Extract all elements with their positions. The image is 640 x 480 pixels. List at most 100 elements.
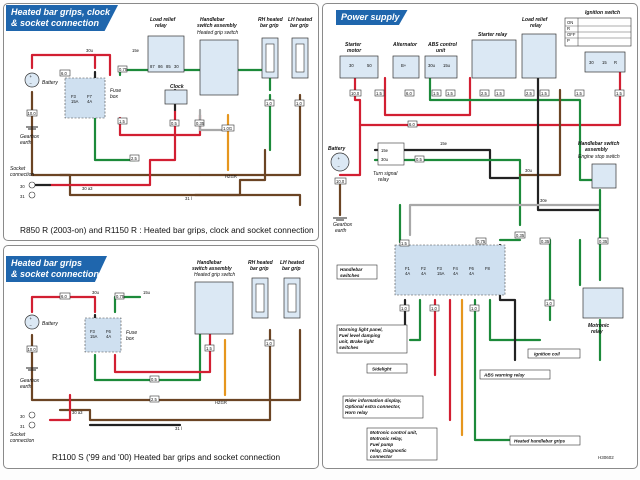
- svg-text:F1: F1: [405, 266, 411, 271]
- tl-load-relief-label: Load relief: [150, 17, 177, 23]
- tl-fuse-box-label: Fuse: [110, 88, 121, 94]
- svg-text:1.5: 1.5: [119, 119, 125, 124]
- svg-text:31: 31: [20, 424, 25, 429]
- svg-text:4A: 4A: [106, 334, 111, 339]
- r-callout-sidelight: Sidelight: [366, 363, 408, 374]
- svg-text:1.5: 1.5: [206, 346, 212, 351]
- bl-heated-grip-switch: [194, 281, 234, 335]
- svg-text:86: 86: [158, 64, 163, 69]
- svg-text:OFF: OFF: [567, 32, 576, 37]
- svg-text:Heated grip switch: Heated grip switch: [194, 272, 235, 278]
- svg-text:10.0: 10.0: [28, 111, 37, 116]
- svg-text:Heated handlebar grips: Heated handlebar grips: [514, 439, 565, 444]
- svg-text:Ignition coil: Ignition coil: [534, 352, 560, 357]
- section-title-heated-grips-socket: Heated bar grips & socket connection: [6, 256, 108, 282]
- tl-fuse-box: [64, 77, 106, 119]
- r-wire-30u: [536, 76, 602, 212]
- bl-wire-socket: [48, 393, 72, 422]
- bl-wire-green: [93, 328, 202, 382]
- svg-text:relay: relay: [155, 23, 167, 29]
- r-wire-brown-relay: [518, 88, 562, 177]
- tl-lh-grip-label: LH heated: [288, 17, 313, 23]
- r-motronic-relay: [582, 287, 624, 319]
- svg-text:30: 30: [349, 63, 354, 68]
- svg-text:box: box: [126, 336, 135, 342]
- svg-text:30u: 30u: [86, 48, 94, 53]
- svg-text:15A: 15A: [437, 271, 445, 276]
- svg-text:2.5: 2.5: [151, 397, 157, 402]
- svg-text:50: 50: [367, 63, 372, 68]
- svg-text:motor: motor: [347, 48, 362, 54]
- r-starter-motor-label: Starter: [345, 42, 362, 48]
- tl-wire-socket-feed: [48, 108, 177, 187]
- svg-text:Engine stop switch: Engine stop switch: [578, 154, 620, 160]
- r-callout-rider-info: Rider information display, Optional extr…: [342, 395, 424, 419]
- svg-text:15e: 15e: [440, 141, 448, 146]
- svg-text:+: +: [30, 74, 33, 79]
- svg-text:+: +: [338, 156, 341, 161]
- svg-text:31 l: 31 l: [175, 426, 182, 431]
- svg-text:30u: 30u: [92, 290, 100, 295]
- tl-wire-battery-feed: [30, 53, 97, 70]
- svg-text:2.5: 2.5: [131, 156, 137, 161]
- svg-text:0.5: 0.5: [171, 121, 177, 126]
- r-wire-grey-bus: [408, 203, 602, 237]
- svg-text:15e: 15e: [381, 148, 389, 153]
- tl-heated-grip-switch: [199, 39, 239, 96]
- r-ignition-switch-label: Ignition switch: [585, 10, 620, 16]
- bl-socket-pin: [28, 411, 36, 419]
- svg-text:1.0: 1.0: [431, 306, 437, 311]
- r-turn-signal-relay: [377, 142, 405, 166]
- bl-handlebar-switch-label: Handlebar: [197, 260, 223, 266]
- svg-text:earth: earth: [335, 228, 347, 234]
- svg-text:relay: relay: [591, 329, 603, 335]
- svg-text:30: 30: [20, 414, 25, 419]
- svg-text:15u: 15u: [443, 63, 451, 68]
- svg-text:earth: earth: [20, 384, 32, 390]
- svg-text:87: 87: [150, 64, 155, 69]
- svg-text:30: 30: [589, 60, 594, 65]
- svg-text:unit, Brake light: unit, Brake light: [339, 339, 374, 344]
- panel-power-supply: [322, 3, 638, 469]
- svg-text:F6: F6: [106, 329, 112, 334]
- svg-text:15A: 15A: [90, 334, 98, 339]
- svg-text:6.0: 6.0: [406, 91, 412, 96]
- svg-text:unit: unit: [436, 48, 445, 54]
- svg-text:relay: relay: [530, 23, 542, 29]
- tl-wire-15e: [118, 68, 272, 92]
- svg-text:Motronic control unit,: Motronic control unit,: [370, 430, 417, 435]
- svg-text:31: 31: [20, 194, 25, 199]
- tl-wire-red-relay: [118, 113, 202, 137]
- svg-text:bar grip: bar grip: [282, 266, 301, 272]
- svg-text:−: −: [30, 81, 33, 86]
- svg-text:30: 30: [174, 64, 179, 69]
- r-starter-relay-label: Starter relay: [478, 32, 507, 38]
- svg-text:box: box: [110, 94, 119, 100]
- svg-text:4A: 4A: [453, 271, 458, 276]
- svg-text:HZGR: HZGR: [215, 400, 227, 405]
- title-text: Power supply: [341, 12, 400, 22]
- svg-text:0.35: 0.35: [599, 239, 608, 244]
- svg-text:4A: 4A: [421, 271, 426, 276]
- r-starter-relay: [471, 39, 517, 79]
- svg-text:2.5: 2.5: [481, 91, 487, 96]
- title-line-1: Heated bar grips: [11, 258, 83, 268]
- svg-text:earth: earth: [20, 140, 32, 146]
- svg-text:F3: F3: [71, 94, 77, 99]
- r-handlebar-switch-assembly-label: Handlebar switch: [578, 141, 619, 147]
- bl-battery-symbol: [24, 314, 40, 330]
- svg-text:10.0: 10.0: [28, 347, 37, 352]
- svg-text:switches: switches: [340, 273, 360, 278]
- r-battery-label: Battery: [328, 146, 345, 152]
- tl-diagram: + − Battery Gearbox earth F3 15A F7 4A F…: [10, 17, 313, 207]
- svg-text:Rider information display,: Rider information display,: [345, 398, 402, 403]
- r-fuse-box: [394, 244, 506, 296]
- tl-clock: [164, 89, 188, 105]
- r-callout-handlebar-switches: Handlebar switches: [336, 264, 378, 280]
- svg-text:30u: 30u: [428, 63, 436, 68]
- svg-text:1.5: 1.5: [376, 91, 382, 96]
- r-engine-stop-switch: [591, 163, 617, 189]
- svg-text:30 a3: 30 a3: [82, 186, 93, 191]
- svg-text:15e: 15e: [132, 48, 140, 53]
